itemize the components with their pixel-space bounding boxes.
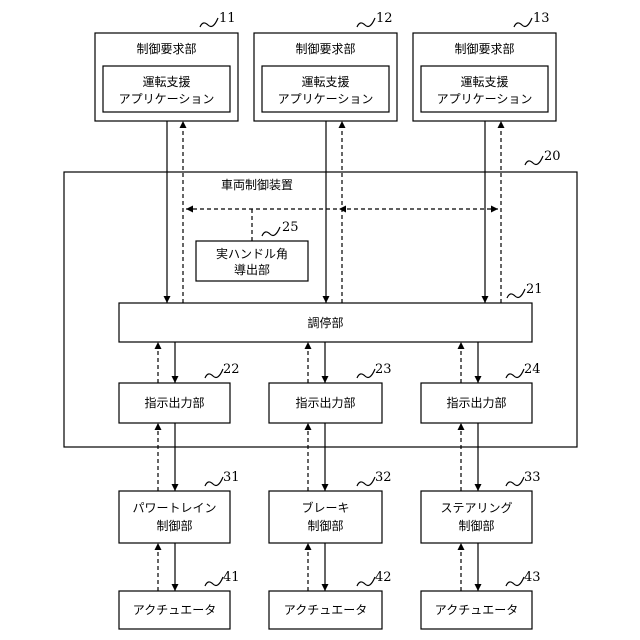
actuator-label-42: アクチュエータ (284, 603, 367, 617)
app-label-line1: 運転支援 (142, 75, 190, 89)
ref-leader (506, 369, 524, 378)
ref-leader (357, 577, 375, 586)
steering-angle-line1: 実ハンドル角 (216, 246, 288, 261)
ref-leader (205, 369, 223, 378)
ref-11: 11 (200, 11, 236, 27)
ref-23: 23 (357, 362, 392, 378)
controller-box-31 (119, 491, 230, 543)
ref-12: 12 (357, 11, 393, 27)
ref-number: 21 (526, 282, 543, 297)
controller-label-33-line2: 制御部 (458, 518, 494, 533)
actuator-label-41: アクチュエータ (133, 603, 216, 617)
ref-leader (357, 18, 375, 27)
request-unit-11: 制御要求部 運転支援 アプリケーション (95, 33, 238, 121)
controller-label-32-line2: 制御部 (307, 518, 343, 533)
ref-leader (205, 577, 223, 586)
ref-leader (205, 477, 223, 486)
ref-number: 12 (376, 11, 393, 26)
ref-22: 22 (205, 362, 240, 378)
ref-number: 13 (533, 11, 550, 26)
request-unit-title: 制御要求部 (136, 41, 196, 56)
controller-box-32 (269, 491, 382, 543)
ref-number: 42 (375, 570, 392, 585)
ref-number: 23 (375, 362, 392, 377)
ref-leader (262, 227, 280, 236)
ref-33: 33 (506, 470, 541, 486)
app-label-line2: アプリケーション (119, 92, 215, 106)
ref-number: 20 (544, 149, 561, 164)
ref-number: 31 (223, 470, 240, 485)
command-output-label-23: 指示出力部 (295, 395, 355, 410)
controller-label-31-line1: パワートレイン (132, 501, 216, 515)
app-label-line1: 運転支援 (301, 75, 349, 89)
ref-32: 32 (357, 470, 392, 486)
request-unit-12: 制御要求部 運転支援 アプリケーション (254, 33, 397, 121)
controller-label-31-line2: 制御部 (156, 518, 192, 533)
app-label-line1: 運転支援 (460, 75, 508, 89)
ref-number: 25 (282, 220, 299, 235)
ref-31: 31 (205, 470, 240, 486)
ref-43: 43 (506, 570, 541, 586)
controller-label-32-line1: ブレーキ (301, 500, 349, 515)
request-unit-13: 制御要求部 運転支援 アプリケーション (413, 33, 556, 121)
ref-41: 41 (205, 570, 240, 586)
ref-13: 13 (514, 11, 550, 27)
arbiter-label: 調停部 (307, 315, 343, 330)
ref-leader (525, 156, 543, 165)
ref-leader (506, 577, 524, 586)
ref-leader (357, 477, 375, 486)
ref-number: 43 (524, 570, 541, 585)
ref-leader (507, 289, 525, 298)
app-label-line2: アプリケーション (437, 92, 533, 106)
ref-number: 11 (219, 11, 236, 26)
ref-number: 33 (524, 470, 541, 485)
ref-number: 22 (223, 362, 240, 377)
ref-number: 41 (223, 570, 240, 585)
command-output-label-22: 指示出力部 (144, 395, 204, 410)
controller-box-33 (421, 491, 532, 543)
ref-leader (514, 18, 532, 27)
steering-angle-line2: 導出部 (234, 262, 270, 277)
ref-leader (506, 477, 524, 486)
ref-25: 25 (262, 220, 299, 236)
ref-leader (357, 369, 375, 378)
ref-leader (200, 18, 218, 27)
ref-42: 42 (357, 570, 392, 586)
actuator-label-43: アクチュエータ (435, 603, 518, 617)
request-unit-title: 制御要求部 (454, 41, 514, 56)
app-label-line2: アプリケーション (278, 92, 374, 106)
command-output-label-24: 指示出力部 (446, 395, 506, 410)
ref-number: 32 (375, 470, 392, 485)
controller-label-33-line1: ステアリング (440, 501, 512, 515)
ref-number: 24 (524, 362, 541, 377)
request-unit-title: 制御要求部 (295, 41, 355, 56)
vehicle-control-title: 車両制御装置 (221, 177, 293, 192)
ref-24: 24 (506, 362, 541, 378)
ref-20: 20 (525, 149, 561, 165)
ref-21: 21 (507, 282, 543, 298)
